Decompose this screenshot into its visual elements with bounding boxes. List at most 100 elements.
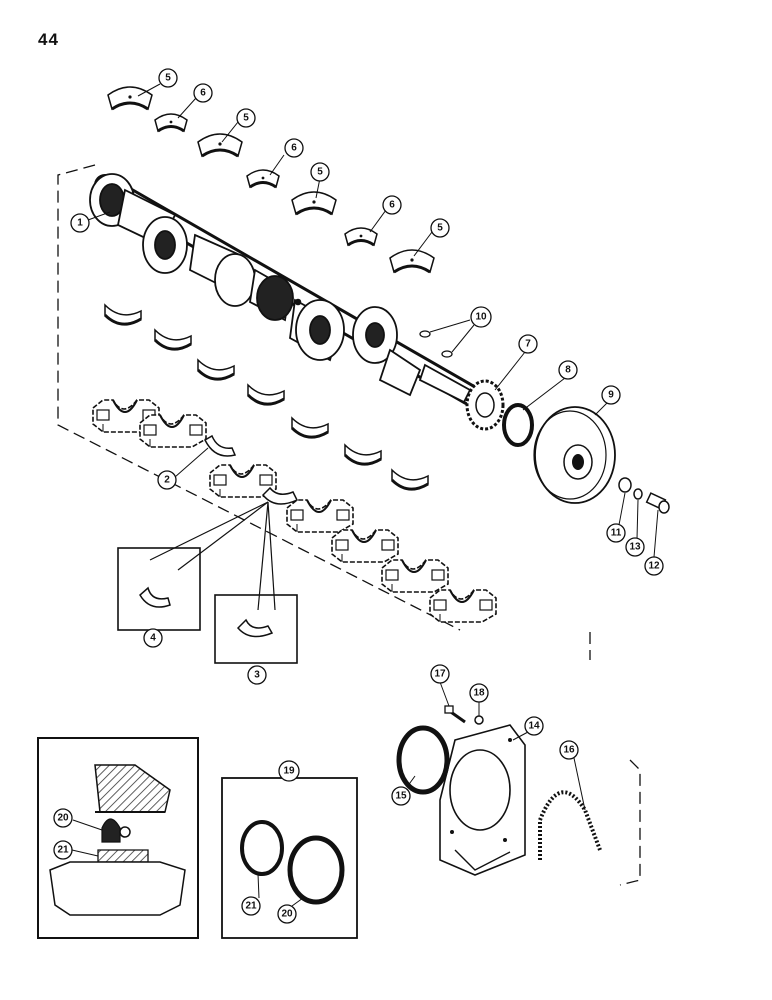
callout-label-21: 21 <box>57 845 69 856</box>
leader-lines <box>71 83 659 907</box>
callout-label-6: 6 <box>200 88 206 99</box>
callout-label-5: 5 <box>243 113 249 124</box>
callout-label-9: 9 <box>608 390 614 401</box>
main-bearing-cap <box>331 529 399 563</box>
callout-1 <box>70 213 90 233</box>
callout-label-5: 5 <box>317 167 323 178</box>
callout-7 <box>518 334 538 354</box>
callout-20 <box>53 808 73 828</box>
callout-label-10: 10 <box>475 312 487 323</box>
seal-kit-seal <box>287 835 345 905</box>
retainer-gasket <box>538 790 602 860</box>
callout-5 <box>310 162 330 182</box>
callout-label-11: 11 <box>611 528 622 539</box>
page-number: 44 <box>38 30 59 49</box>
callout-12 <box>644 556 664 576</box>
thrust-washer-detail <box>236 618 274 638</box>
callout-label-1: 1 <box>77 218 83 229</box>
callout-6 <box>382 195 402 215</box>
callout-label-20: 20 <box>57 813 69 824</box>
callout-21 <box>241 896 261 916</box>
wear-sleeve <box>240 820 284 876</box>
callout-label-6: 6 <box>291 143 297 154</box>
callout-17 <box>430 664 450 684</box>
thrust-washer-detail <box>139 586 171 608</box>
callout-label-8: 8 <box>565 365 571 376</box>
callout-label-5: 5 <box>165 73 171 84</box>
woodruff-key <box>419 330 431 338</box>
callout-label-20: 20 <box>281 909 293 920</box>
main-bearing-cap <box>381 559 449 593</box>
detail-box-4 <box>117 547 201 631</box>
pulley-washer <box>618 477 632 493</box>
crankshaft-gear <box>465 379 505 431</box>
callout-11 <box>606 523 626 543</box>
callout-18 <box>469 683 489 703</box>
upper-bearing-shell <box>343 226 379 247</box>
callout-6 <box>193 83 213 103</box>
callout-2 <box>157 470 177 490</box>
callout-19 <box>278 760 300 782</box>
callout-label-14: 14 <box>528 721 540 732</box>
upper-bearing-shell <box>290 190 338 216</box>
lower-bearing-shell <box>103 303 143 326</box>
callout-21 <box>53 840 73 860</box>
thrust-washer <box>261 486 299 505</box>
main-bearing-cap <box>139 414 207 448</box>
callout-4 <box>143 628 163 648</box>
callout-label-4: 4 <box>150 633 156 644</box>
lower-bearing-shell <box>343 443 383 466</box>
lock-washer <box>633 488 643 500</box>
callout-label-2: 2 <box>164 475 170 486</box>
upper-bearing-shell <box>106 85 154 111</box>
callout-5 <box>158 68 178 88</box>
callout-13 <box>625 537 645 557</box>
crankshaft <box>89 173 481 406</box>
callout-15 <box>391 786 411 806</box>
retainer-bolt <box>444 705 466 724</box>
callout-3 <box>247 665 267 685</box>
lower-bearing-shell <box>246 383 286 406</box>
front-oil-seal <box>502 403 534 447</box>
crankshaft-pulley <box>533 406 616 504</box>
callout-label-15: 15 <box>395 791 407 802</box>
callout-5 <box>236 108 256 128</box>
callout-label-7: 7 <box>525 339 531 350</box>
rear-oil-seal <box>396 725 450 795</box>
callout-16 <box>559 740 579 760</box>
upper-bearing-shell <box>196 132 244 158</box>
callout-9 <box>601 385 621 405</box>
seal-lip-section <box>101 818 121 843</box>
callout-label-16: 16 <box>563 745 575 756</box>
dashed-group-outline <box>57 164 641 886</box>
main-bearing-cap <box>286 499 354 533</box>
upper-bearing-shell <box>388 248 436 274</box>
callout-20 <box>277 904 297 924</box>
lower-bearing-shell <box>290 416 330 439</box>
lower-bearing-shell <box>390 468 430 491</box>
callout-label-21: 21 <box>245 901 257 912</box>
lower-bearing-shell <box>153 328 193 351</box>
main-bearing-cap <box>429 589 497 623</box>
woodruff-key <box>441 350 453 358</box>
rear-seal-retainer <box>439 724 526 876</box>
pulley-bolt <box>645 492 670 514</box>
callout-label-3: 3 <box>254 670 260 681</box>
callout-14 <box>524 716 544 736</box>
callout-5 <box>430 218 450 238</box>
retainer-washer <box>474 715 484 725</box>
callout-label-17: 17 <box>434 669 446 680</box>
upper-bearing-shell <box>245 168 281 189</box>
callout-10 <box>470 306 492 328</box>
callout-8 <box>558 360 578 380</box>
upper-bearing-shell <box>153 112 189 133</box>
callout-label-12: 12 <box>648 561 660 572</box>
callout-label-18: 18 <box>473 688 485 699</box>
callout-label-19: 19 <box>283 766 295 777</box>
lower-bearing-shell <box>196 358 236 381</box>
thrust-washer <box>204 434 237 457</box>
callout-label-6: 6 <box>389 200 395 211</box>
callout-label-13: 13 <box>629 542 641 553</box>
